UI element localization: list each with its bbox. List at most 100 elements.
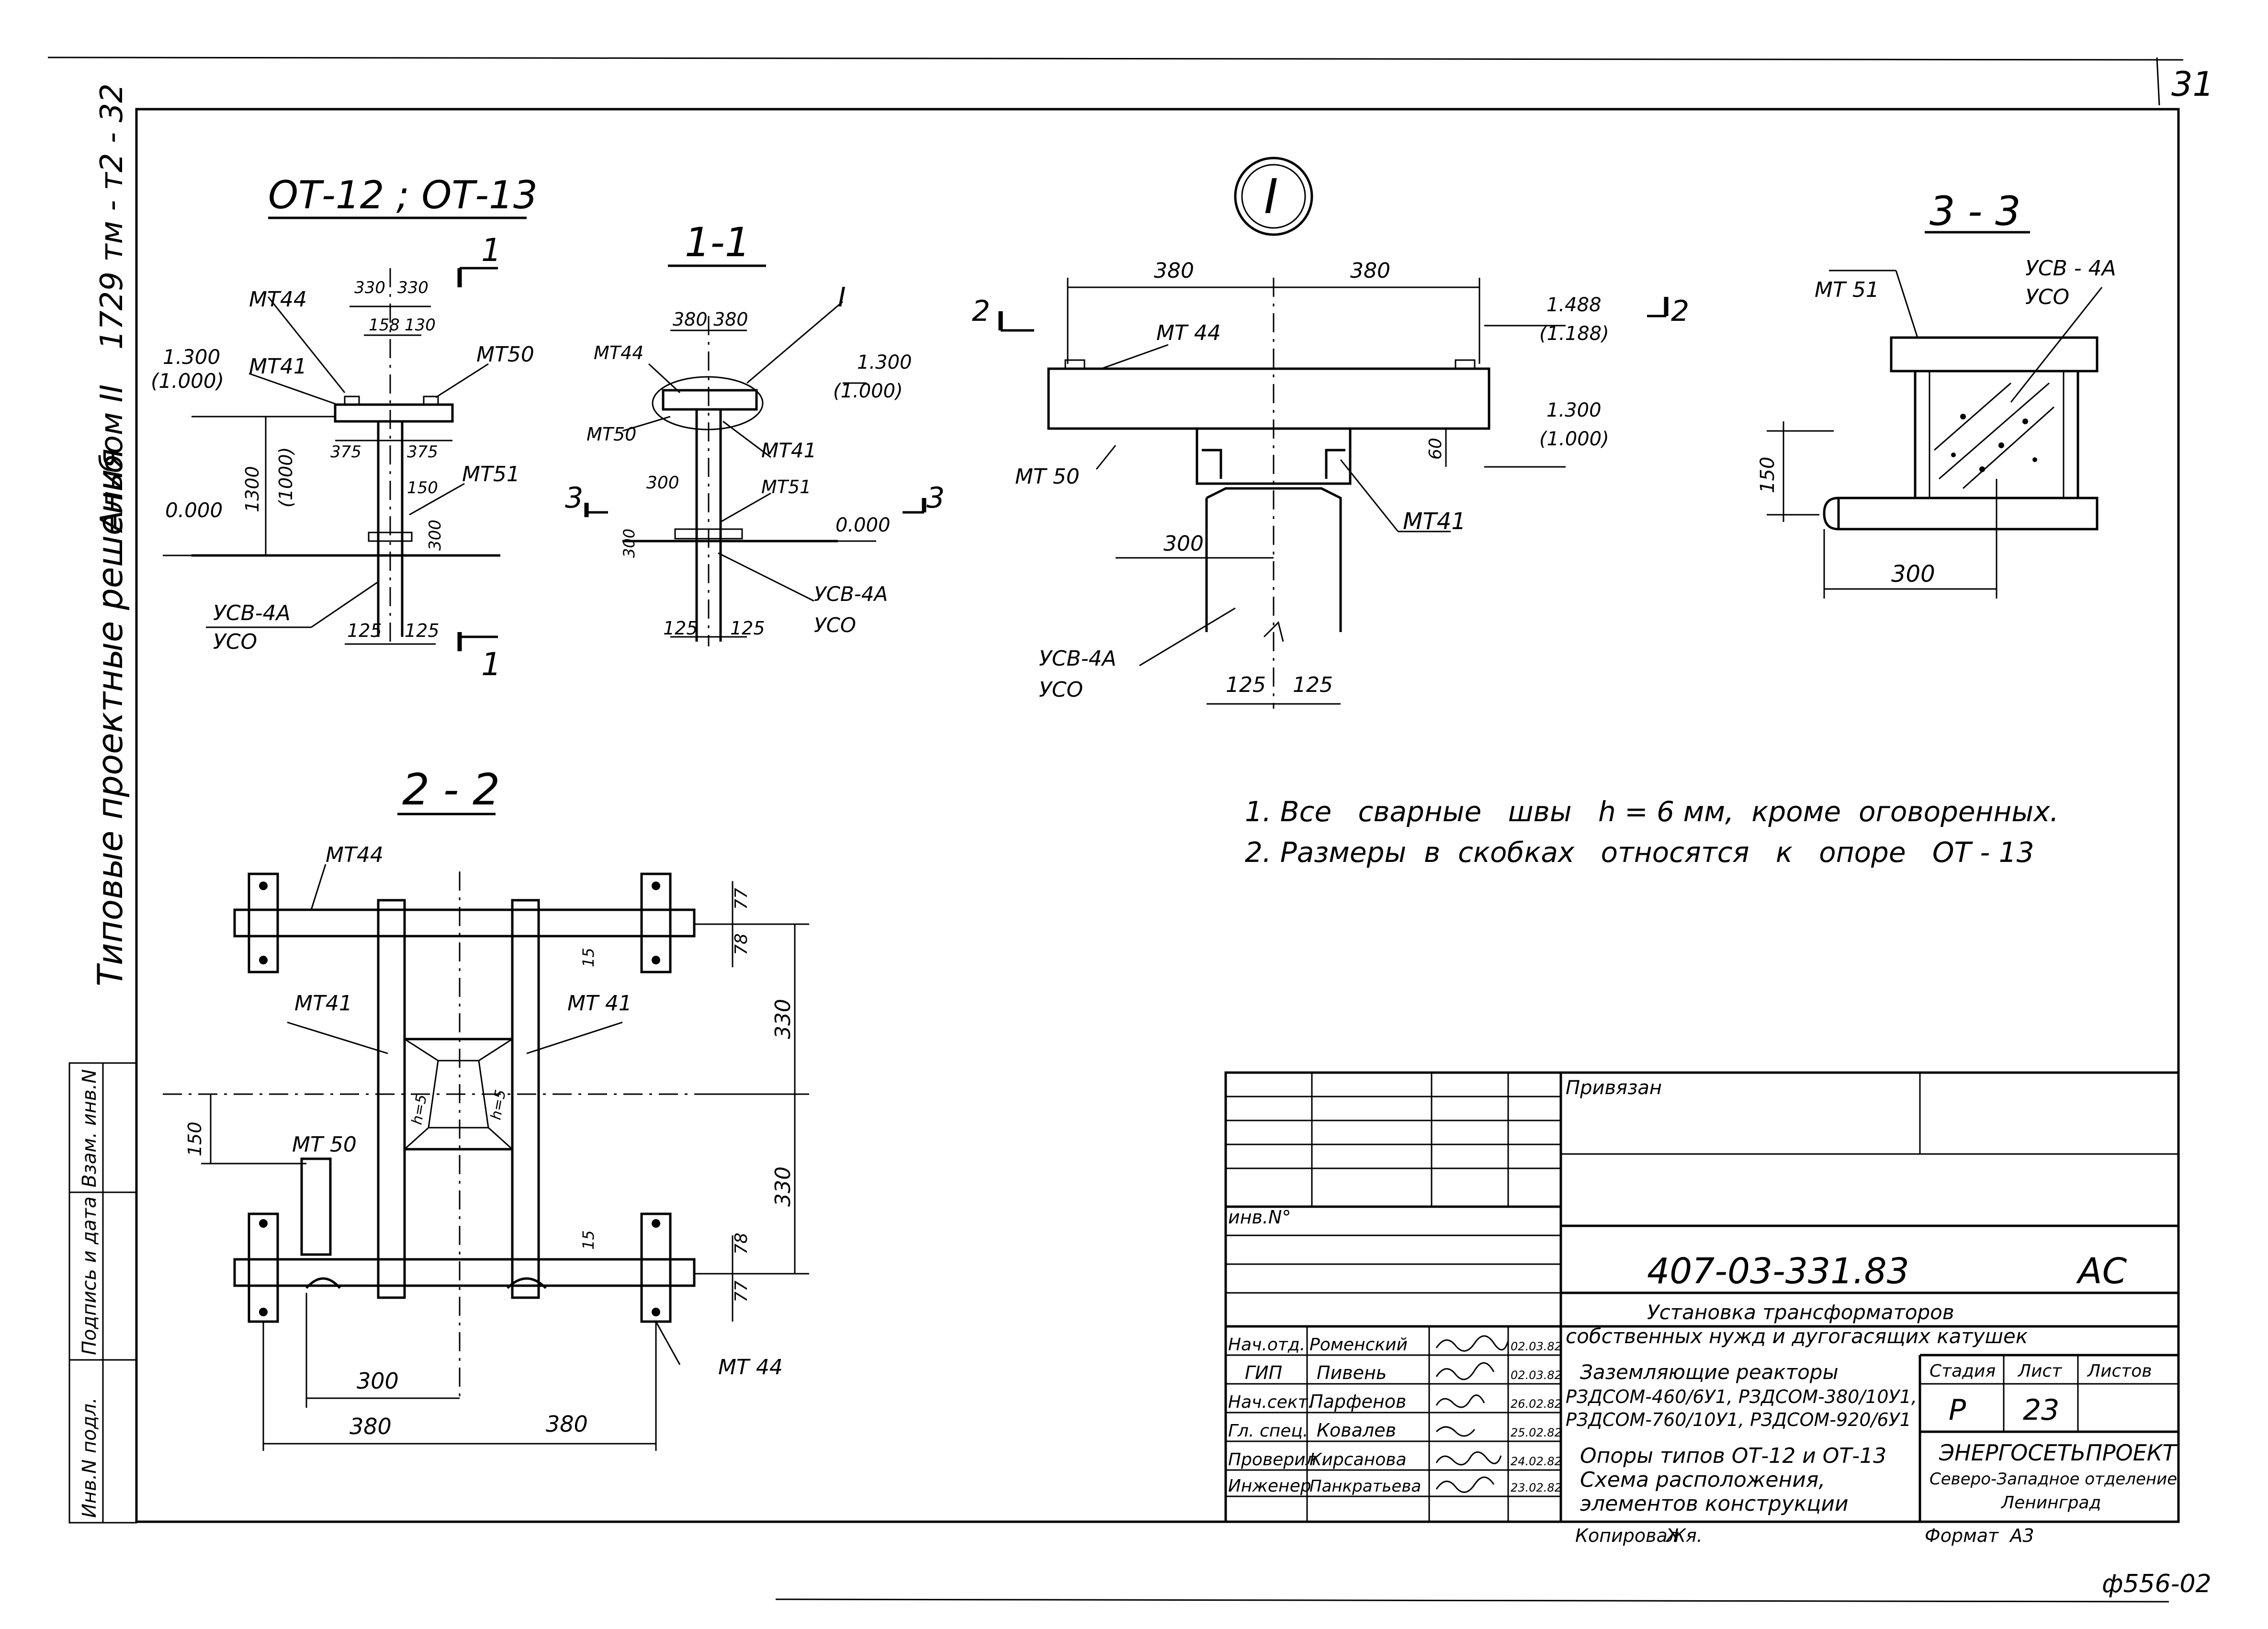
mark-mt44b-22: МТ 44 <box>718 1355 783 1380</box>
drawing-frame <box>135 108 2180 1523</box>
node-title: I <box>1264 169 1278 225</box>
tb-sheet-label: Лист <box>2017 1361 2062 1381</box>
tb-org-3: Ленинград <box>2000 1493 2101 1513</box>
note-2: 2. Размеры в скобках относятся к опоре О… <box>1245 836 2034 869</box>
elev-zero-11: 0.000 <box>835 514 891 536</box>
dim-375b: 375 <box>407 442 438 462</box>
dim-330b: 330 <box>397 278 429 297</box>
elev-a-alt: (1.188) <box>1539 323 1609 345</box>
tb-org-1: ЭНЕРГОСЕТЬПРОЕКТ <box>1939 1440 2178 1466</box>
tb-mark: АС <box>2076 1251 2127 1292</box>
sig-role-1: ГИП <box>1245 1362 1282 1383</box>
sig-date-2: 26.02.82 <box>1511 1397 1562 1411</box>
mark-mt41-node: МТ41 <box>1403 508 1466 535</box>
dim-15b: 15 <box>579 1230 598 1250</box>
mark-usv: УСВ-4А <box>213 601 291 625</box>
weld-a: h=5 <box>408 1093 430 1126</box>
mark-usv-33: УСВ - 4А <box>2025 256 2116 281</box>
tb-title-3: Заземляющие реакторы <box>1580 1360 1839 1384</box>
tb-copied: Копировал <box>1575 1525 1679 1546</box>
mark-mt41a-22: МТ41 <box>294 991 352 1016</box>
dim-125b-11: 125 <box>730 618 765 639</box>
sig-date-5: 23.02.82 <box>1511 1481 1562 1494</box>
dim-60-node: 60 <box>1426 438 1445 460</box>
dim-300-11: 300 <box>646 473 679 493</box>
elev-zero: 0.000 <box>165 498 223 522</box>
dim-1300: 1300 <box>242 466 263 512</box>
tb-privyazan: Привязан <box>1566 1077 1662 1099</box>
node-ref: I <box>838 282 846 313</box>
sig-name-1: Пивень <box>1317 1362 1387 1383</box>
cell-inv: Инв.N подл. <box>79 1397 101 1518</box>
mark-uso-33: УСО <box>2025 285 2069 309</box>
dim-125a-node: 125 <box>1226 673 1266 697</box>
view-ot-title: ОТ-12 ; ОТ-13 <box>268 173 538 217</box>
dim-300v-11: 300 <box>620 529 638 558</box>
dim-380a-node: 380 <box>1154 259 1194 283</box>
tb-stage: Р <box>1949 1393 1966 1427</box>
elev-b: 1.300 <box>1546 399 1602 421</box>
tb-sheet-title-1: Опоры типов ОТ-12 и ОТ-13 <box>1580 1444 1886 1468</box>
side-strip: 1729 тм - т2 - 32 Альбом II Типовые прое… <box>68 83 137 1524</box>
view-22-title: 2 - 2 <box>402 765 500 815</box>
sig-name-3: Ковалев <box>1317 1420 1396 1441</box>
dim-1000: (1000) <box>275 447 296 508</box>
dim-380a-22: 380 <box>350 1414 392 1439</box>
dim-330a: 330 <box>354 278 385 297</box>
dim-77a: 77 <box>732 888 751 910</box>
mark-mt44-node: МТ 44 <box>1156 321 1221 345</box>
series-title: Типовые проектные решения <box>90 449 130 986</box>
sig-name-0: Роменский <box>1309 1335 1408 1355</box>
mark-mt41b-22: МТ 41 <box>567 991 632 1016</box>
album-label: Альбом II <box>94 385 130 533</box>
dim-380b-22: 380 <box>546 1411 588 1437</box>
view-section-2-2: 2 - 2 <box>163 765 809 1451</box>
weld-b: h=5 <box>487 1088 509 1121</box>
sig-date-0: 02.03.82 <box>1511 1340 1562 1353</box>
mark-mt41: МТ41 <box>249 354 307 379</box>
tb-stage-label: Стадия <box>1929 1361 1996 1381</box>
view-section-1-1: 1-1 I МТ44 МТ50 МТ41 МТ51 УСВ-4А УСО 1.3… <box>565 219 945 646</box>
view-section-3-3: 3 - 3 МТ 51 УСВ - 4А УСО 150 300 <box>1757 188 2116 599</box>
note-1: 1. Все сварные швы h = 6 мм, кроме огово… <box>1245 795 2059 828</box>
mark-usv-11: УСВ-4А <box>814 582 888 606</box>
cut-mark-3-right: 3 <box>926 481 945 515</box>
dim-125b: 125 <box>405 620 440 641</box>
tb-title-4: РЗДСОМ-460/6У1, РЗДСОМ-380/10У1, <box>1566 1386 1917 1407</box>
view-33-title: 3 - 3 <box>1929 188 2021 235</box>
mark-mt41-11: МТ41 <box>761 439 816 462</box>
elev-top: 1.300 <box>163 345 220 369</box>
cut-mark-top: 1 <box>481 232 501 269</box>
cut-mark-bottom: 1 <box>481 646 501 683</box>
dim-375a: 375 <box>330 442 361 462</box>
elev-top-alt-11: (1.000) <box>833 380 903 402</box>
cell-podpis: Подпись и дата <box>79 1197 101 1355</box>
sig-role-2: Нач.сект. <box>1228 1392 1313 1412</box>
mark-mt51-33: МТ 51 <box>1815 278 1879 302</box>
dim-125a: 125 <box>347 620 382 641</box>
dim-130: 130 <box>405 316 436 335</box>
tb-sheet-title-3: элементов конструкции <box>1580 1492 1849 1516</box>
dim-380b-11: 380 <box>713 309 748 330</box>
doc-code: 1729 тм - т2 - 32 <box>94 83 130 350</box>
mark-uso-11: УСО <box>814 613 856 637</box>
dim-150-22: 150 <box>184 1121 205 1156</box>
cut-mark-3-left: 3 <box>565 481 583 515</box>
mark-uso-node: УСО <box>1039 678 1083 702</box>
dim-77b: 77 <box>732 1280 751 1302</box>
dim-78a: 78 <box>732 933 751 955</box>
dim-15a: 15 <box>579 948 598 967</box>
mark-uso: УСО <box>213 630 257 654</box>
sig-role-5: Инженер <box>1228 1476 1311 1496</box>
view-ot12-ot13: ОТ-12 ; ОТ-13 М <box>151 173 538 683</box>
tb-org-2: Северо-Западное отделение <box>1929 1470 2177 1489</box>
tb-inv-no: инв.N° <box>1228 1207 1291 1228</box>
signature-rows: Нач.отд. Роменский 02.03.82 ГИП Пивень 0… <box>1228 1335 1562 1496</box>
sheet-number: 31 <box>2171 65 2214 104</box>
tb-title-1: Установка трансформаторов <box>1647 1301 1954 1324</box>
dim-150-33: 150 <box>1757 457 1779 493</box>
dim-125b-node: 125 <box>1293 673 1333 697</box>
dim-300: 300 <box>426 520 445 551</box>
mark-mt50-22: МТ 50 <box>292 1132 357 1157</box>
corner-stamp: ф556-02 <box>2102 1570 2212 1598</box>
